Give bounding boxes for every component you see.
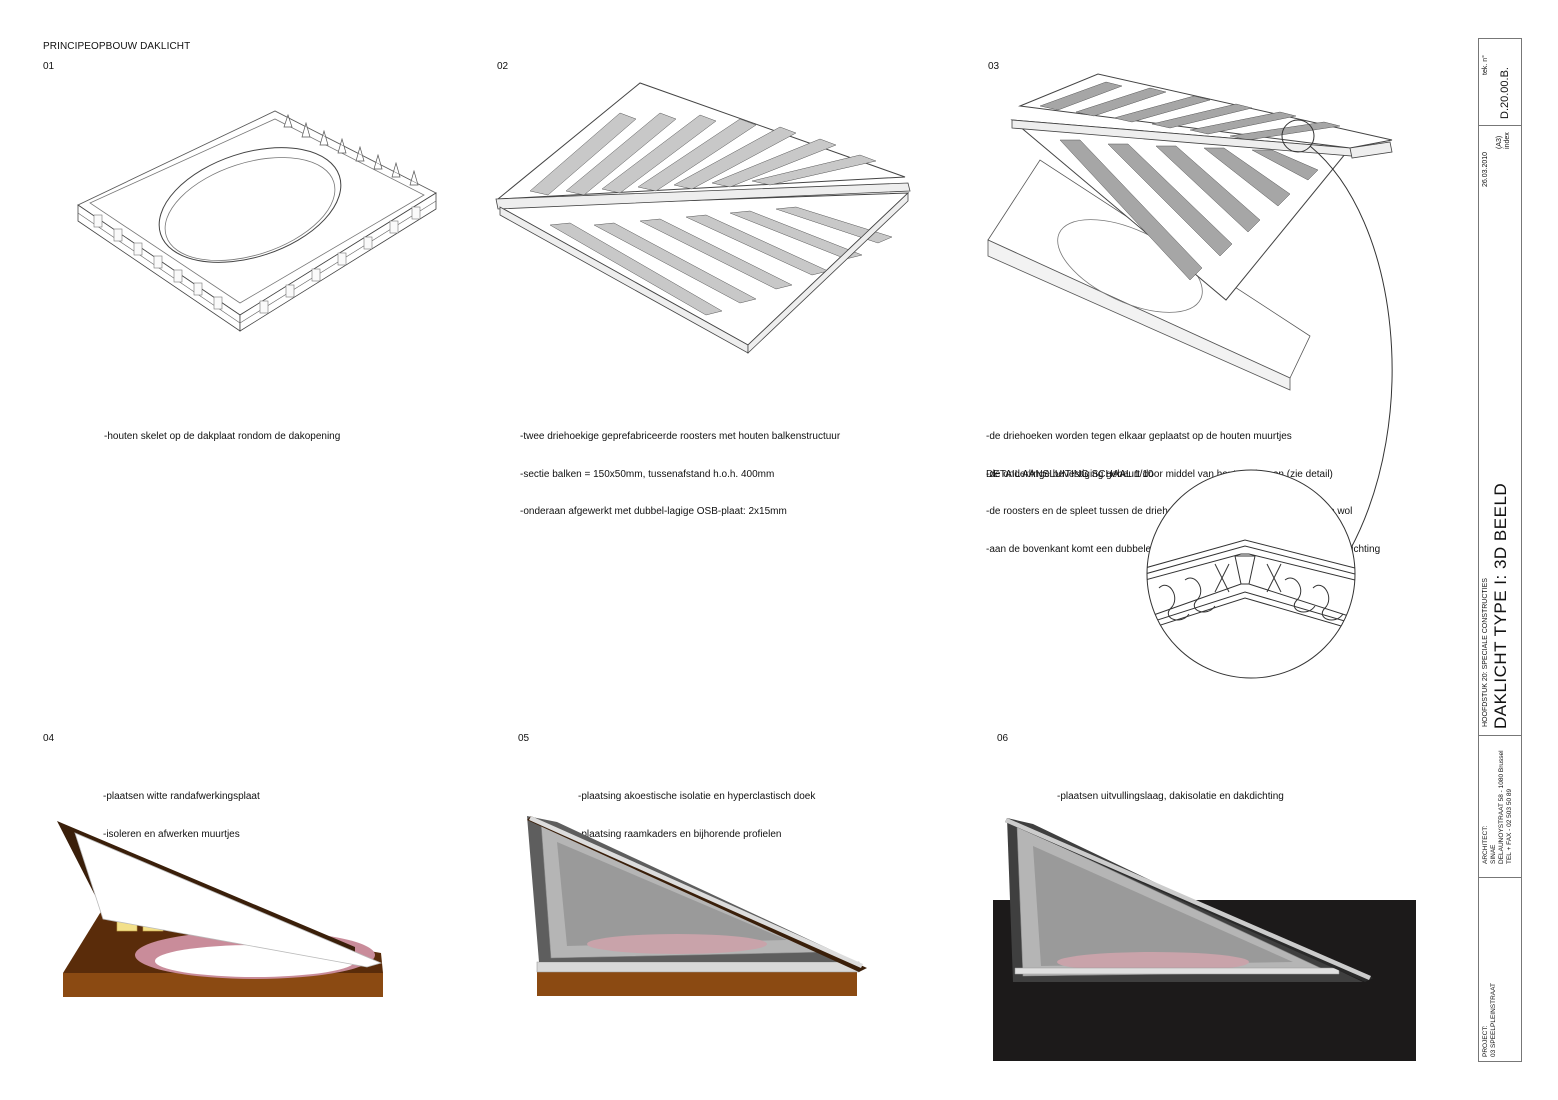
architect-phone: TEL + FAX - 02 503 50 89 [1506, 788, 1513, 864]
architect-label: ARCHITECT: [1482, 825, 1489, 864]
panel-number-01: 01 [43, 61, 55, 72]
panel-05-description: -plaatsing akoestische isolatie en hyper… [578, 766, 815, 854]
panel-01-line: -houten skelet op de dakplaat rondom de … [104, 431, 341, 442]
panel-number-05: 05 [518, 733, 530, 744]
panel-02-line: -sectie balken = 150x50mm, tussenafstand… [520, 468, 775, 480]
drawing-05-render [527, 816, 867, 996]
sheet-date: 26.03.2010 [1482, 151, 1489, 187]
panel-05-line: -plaatsing akoestische isolatie en hyper… [578, 791, 816, 802]
panel-03-line: -de driehoeken worden tegen elkaar gepla… [986, 431, 1292, 442]
drawing-03-assembly [987, 73, 1393, 551]
drawing-04-render [57, 821, 383, 997]
drawing-06-render [993, 818, 1416, 1061]
drawing-number: D.20.00.B. [1499, 67, 1511, 119]
project-label: PROJECT: [1482, 1025, 1489, 1057]
architect-name: SINAE [1490, 844, 1497, 864]
panel-04-description: -plaatsen witte randafwerkingsplaat -iso… [103, 766, 260, 854]
panel-05-line: -plaatsing raamkaders en bijhorende prof… [578, 828, 782, 840]
panel-number-02: 02 [497, 61, 509, 72]
architect-address: DELAUNOYSTRAAT 58 - 1080 Brussel [1498, 750, 1505, 864]
panel-number-06: 06 [997, 733, 1009, 744]
panel-02-line: -twee driehoekige geprefabriceerde roost… [520, 431, 841, 442]
drawing-number-label: tek. n° [1482, 55, 1489, 75]
panel-01-description: -houten skelet op de dakplaat rondom de … [104, 406, 340, 456]
panel-06-line: -plaatsen uitvullingslaag, dakisolatie e… [1057, 791, 1284, 802]
index-label: index [1504, 132, 1511, 149]
detail-circle [1146, 469, 1356, 679]
panel-04-line: -plaatsen witte randafwerkingsplaat [103, 791, 260, 802]
panel-04-line: -isoleren en afwerken muurtjes [103, 828, 240, 840]
sheet-heading: PRINCIPEOPBOUW DAKLICHT [43, 41, 191, 52]
project-name: 03 SPEELPLEINSTRAAT [1490, 983, 1497, 1057]
drawing-02-roof-grids [495, 82, 911, 354]
panel-02-description: -twee driehoekige geprefabriceerde roost… [520, 406, 840, 531]
title-block: tek. n° D.20.00.B. 26.03.2010 (A3) index… [1478, 38, 1522, 1062]
sheet-format: (A3) [1496, 135, 1503, 149]
panel-number-04: 04 [43, 733, 55, 744]
panel-02-line: -onderaan afgewerkt met dubbel-lagige OS… [520, 506, 787, 517]
chapter-label: HOOFDSTUK 20: SPECIALE CONSTRUCTIES [1482, 578, 1489, 727]
drawing-01-skeleton [77, 110, 437, 332]
panel-number-03: 03 [988, 61, 1000, 72]
panel-06-description: -plaatsen uitvullingslaag, dakisolatie e… [1057, 766, 1284, 816]
sheet-title: DAKLICHT TYPE I: 3D BEELD [1491, 482, 1510, 729]
detail-label: DETAIL AANSLUITING SCHAAL 1/10 [986, 469, 1154, 480]
